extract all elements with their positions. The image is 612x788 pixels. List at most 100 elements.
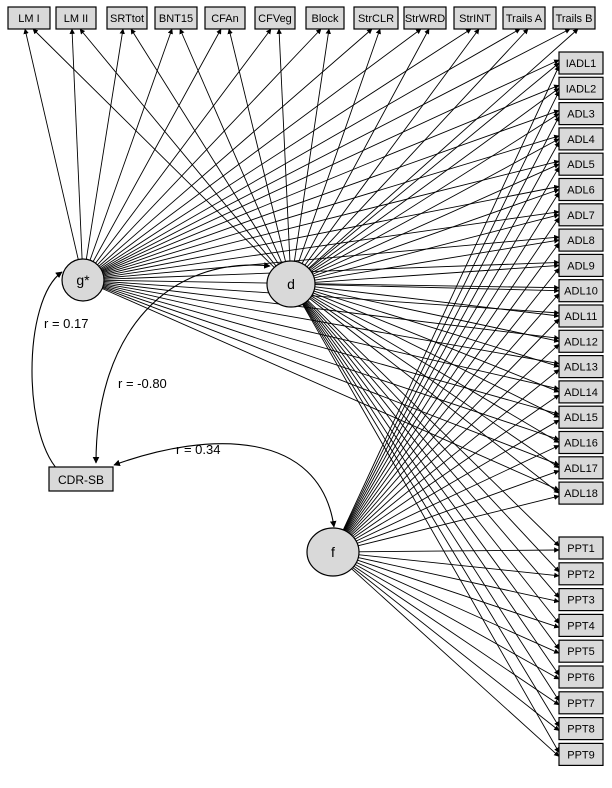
- outcome-box: CDR-SB: [48, 466, 114, 492]
- adl-indicator-8-label: ADL9: [567, 260, 595, 272]
- correlation-arcs: r = 0.17 r = -0.80 r = 0.34: [31, 262, 337, 528]
- path-d-top-2: [130, 28, 280, 265]
- top-indicator-5-label: CFVeg: [258, 13, 292, 25]
- adl-indicator-12-label: ADL13: [564, 362, 598, 374]
- path-g-top-0: [23, 28, 79, 260]
- path-d-adl-6: [313, 213, 560, 279]
- path-d-adl-5: [312, 188, 560, 277]
- corr-label-g-cdr: r = 0.17: [44, 316, 88, 331]
- path-f-adl-0: [342, 65, 560, 531]
- path-f-ppt-5: [353, 563, 560, 680]
- path-d-top-6: [293, 28, 331, 262]
- path-f-adl-8: [347, 267, 560, 534]
- adl-indicator-7-label: ADL8: [567, 235, 595, 247]
- path-f-ppt-4: [354, 561, 560, 654]
- path-d-ppt-7: [302, 303, 560, 728]
- ppt-indicator-5-label: PPT6: [567, 672, 595, 684]
- adl-indicator-4-label: ADL5: [567, 159, 595, 171]
- path-f-adl-12: [351, 369, 560, 538]
- latent-g-label: g*: [76, 272, 90, 288]
- path-d-adl-15: [310, 295, 560, 443]
- path-g-adl-5: [103, 184, 560, 277]
- ppt-indicator-0: PPT1: [558, 536, 604, 560]
- path-f-adl-7: [346, 242, 560, 533]
- path-f-adl-6: [346, 217, 560, 533]
- ppt-indicator-7-label: PPT8: [567, 724, 595, 736]
- adl-indicator-column: IADL1IADL2ADL3ADL4ADL5ADL6ADL7ADL8ADL9AD…: [558, 51, 604, 505]
- path-d-adl-12: [312, 290, 560, 368]
- top-indicator-10-label: Trails A: [506, 13, 543, 25]
- loading-paths: [23, 28, 579, 757]
- ppt-indicator-3: PPT4: [558, 613, 604, 638]
- path-d-adl-11: [313, 288, 560, 343]
- path-f-adl-1: [343, 90, 560, 531]
- path-g-adl-2: [102, 109, 560, 274]
- adl-indicator-4: ADL5: [558, 152, 604, 176]
- path-d-top-8: [301, 28, 430, 264]
- path-d-adl-10: [313, 286, 560, 319]
- adl-indicator-7: ADL8: [558, 228, 604, 252]
- path-d-adl-3: [311, 138, 560, 274]
- path-d-adl-13: [312, 292, 560, 393]
- adl-indicator-3-label: ADL4: [567, 134, 595, 146]
- path-f-ppt-1: [356, 554, 560, 578]
- path-d-adl-9: [313, 284, 560, 294]
- adl-indicator-10-label: ADL11: [565, 311, 598, 323]
- path-d-adl-7: [313, 238, 560, 281]
- path-d-ppt-5: [303, 302, 560, 676]
- top-indicator-7-label: StrCLR: [358, 13, 394, 25]
- adl-indicator-0-label: IADL1: [566, 58, 597, 70]
- adl-indicator-15: ADL16: [558, 430, 604, 455]
- path-f-adl-10: [349, 318, 560, 536]
- ppt-indicator-1: PPT2: [558, 562, 604, 586]
- top-indicator-11-label: Trails B: [556, 13, 593, 25]
- path-d-ppt-8: [302, 303, 560, 753]
- path-f-ppt-7: [351, 566, 560, 731]
- path-g-adl-11: [103, 282, 560, 341]
- top-indicator-2: SRTtot: [106, 6, 148, 30]
- path-d-ppt-4: [304, 302, 560, 650]
- path-d-top-5: [276, 28, 291, 262]
- adl-indicator-2: ADL3: [558, 101, 604, 126]
- top-indicator-9-label: StrINT: [459, 13, 491, 25]
- adl-indicator-0: IADL1: [558, 51, 604, 75]
- top-indicator-2-label: SRTtot: [110, 13, 144, 25]
- path-g-top-5: [95, 28, 272, 264]
- path-d-ppt-1: [306, 300, 560, 573]
- path-g-top-9: [100, 28, 472, 269]
- adl-indicator-16: ADL17: [558, 456, 604, 480]
- latent-d: d: [266, 260, 316, 308]
- adl-indicator-9: ADL10: [558, 279, 604, 303]
- path-d-ppt-0: [307, 299, 560, 547]
- path-f-adl-11: [350, 343, 560, 537]
- top-indicator-10: Trails A: [502, 6, 546, 30]
- adl-indicator-6-label: ADL7: [567, 210, 595, 222]
- path-d-adl-0: [308, 62, 560, 270]
- adl-indicator-1-label: IADL2: [566, 83, 597, 95]
- adl-indicator-13-label: ADL14: [564, 387, 598, 399]
- path-g-adl-1: [102, 84, 560, 273]
- ppt-indicator-8: PPT9: [558, 742, 604, 767]
- path-f-adl-14: [353, 419, 560, 541]
- path-f-adl-16: [355, 469, 560, 545]
- path-d-adl-4: [311, 163, 560, 276]
- latent-d-label: d: [287, 276, 295, 292]
- path-f-ppt-0: [356, 547, 560, 553]
- path-g-adl-8: [103, 259, 560, 280]
- top-indicator-8-label: StrWRD: [405, 13, 445, 25]
- path-g-top-10: [100, 28, 521, 270]
- adl-indicator-17: ADL18: [558, 481, 604, 505]
- path-g-adl-0: [101, 59, 560, 272]
- path-d-adl-8: [313, 263, 560, 283]
- top-indicator-3-label: BNT15: [159, 13, 193, 25]
- adl-indicator-14: ADL15: [558, 405, 604, 429]
- path-d-adl-17: [308, 297, 560, 494]
- adl-indicator-17-label: ADL18: [564, 488, 598, 500]
- path-g-top-11: [101, 28, 571, 271]
- top-indicator-6-label: Block: [312, 13, 339, 25]
- adl-indicator-13: ADL14: [558, 380, 604, 404]
- path-f-adl-13: [352, 394, 560, 539]
